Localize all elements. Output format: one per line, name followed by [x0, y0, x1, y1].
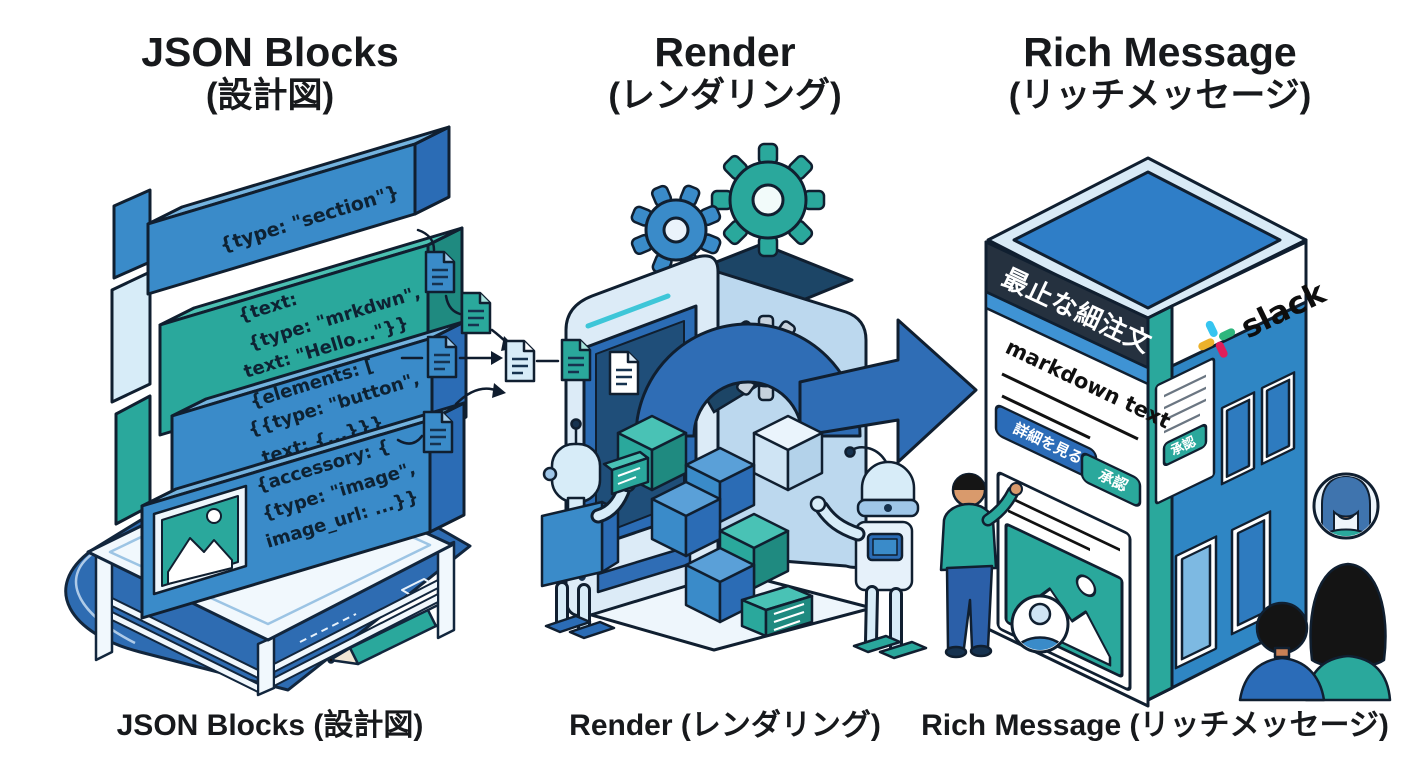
- avatar-user-icon: [1010, 594, 1070, 654]
- doc-icon-blue: [424, 250, 456, 294]
- avatar-woman-icon: [1312, 472, 1380, 540]
- person-back-woman: [1304, 562, 1392, 702]
- caption-json-blocks: JSON Blocks (設計図): [116, 709, 424, 742]
- gear-icon: [629, 183, 723, 277]
- caption-render: Render (レンダリング): [569, 709, 881, 742]
- doc-icon-teal: [560, 338, 592, 382]
- arrow-icon: [491, 351, 503, 365]
- gear-icon: [710, 142, 826, 258]
- person-back-man: [1238, 601, 1326, 702]
- side-slabs: [110, 188, 152, 526]
- building-windows: [1174, 371, 1296, 670]
- held-doc-icon: [602, 450, 650, 496]
- doc-icon-blue: [422, 410, 454, 454]
- json-block-section: {type: "section"}: [146, 125, 451, 296]
- doc-icons: [422, 250, 536, 454]
- conveyor-arrow: [634, 318, 978, 464]
- side-approve-button[interactable]: [1162, 423, 1208, 467]
- markdown-underline: [1001, 372, 1139, 441]
- doc-icons-machine: [560, 338, 640, 396]
- title-render-ja: (レンダリング): [608, 75, 842, 115]
- arrow-icon: [492, 383, 506, 398]
- doc-icon-teal: [460, 291, 492, 335]
- message-building: [984, 156, 1308, 708]
- doc-icon-blue: [426, 335, 458, 379]
- doc-icon-hub: [504, 339, 536, 383]
- cube-light: [752, 414, 824, 492]
- title-json-blocks: JSON Blocks (設計図): [55, 29, 485, 115]
- title-render-en: Render: [654, 29, 796, 75]
- title-json-blocks-en: JSON Blocks: [141, 29, 399, 75]
- title-rich-message: Rich Message (リッチメッセージ): [940, 29, 1380, 115]
- image-placeholder-icon: [152, 484, 248, 596]
- title-json-blocks-ja: (設計図): [205, 75, 335, 115]
- robot-left-icon: [540, 418, 650, 640]
- cube-blue: [684, 546, 756, 624]
- slack-banner: [1170, 240, 1308, 368]
- message-divider: [984, 290, 1150, 386]
- json-block-accessory: {accessory: { {type: "image", image_url:…: [140, 401, 466, 620]
- title-rich-message-ja: (リッチメッセージ): [1008, 75, 1312, 115]
- cube-blue: [650, 480, 722, 558]
- title-render: Render (レンダリング): [555, 29, 895, 115]
- person-standing: [939, 472, 1023, 659]
- robot-right-icon: [809, 446, 928, 660]
- doc-icon-white: [608, 350, 640, 396]
- caption-rich-message: Rich Message (リッチメッセージ): [921, 709, 1389, 742]
- title-rich-message-en: Rich Message: [1023, 29, 1297, 75]
- toolbox-icon: [740, 584, 814, 638]
- approve-button[interactable]: [1080, 452, 1142, 508]
